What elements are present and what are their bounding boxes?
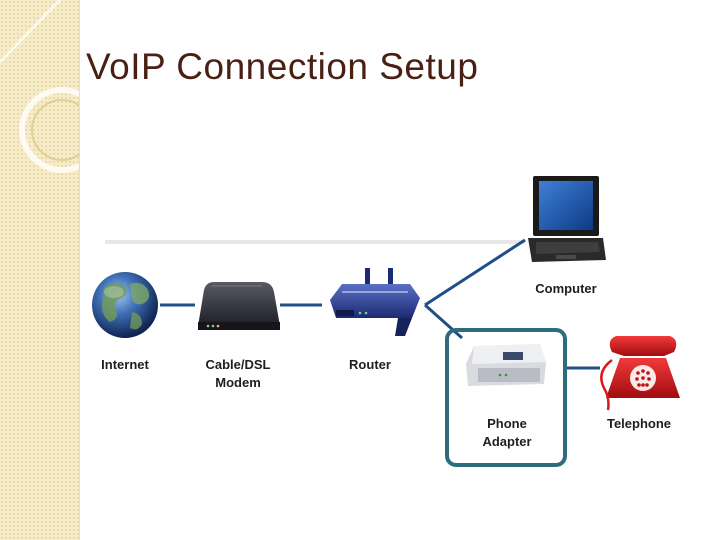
connector-router-computer (424, 238, 526, 307)
connectors (160, 238, 600, 370)
laptop-icon (528, 176, 606, 262)
modem-icon (198, 282, 280, 330)
phone-adapter-icon (466, 344, 546, 386)
label-router: Router (336, 356, 404, 374)
globe-icon (92, 272, 158, 338)
internet-label: Internet (101, 357, 149, 372)
connector-router-adapter (424, 303, 463, 340)
adapter-highlight-frame (445, 328, 567, 467)
label-internet: Internet (90, 356, 160, 374)
decorative-circles (0, 0, 79, 173)
label-phone-adapter: Phone Adapter (466, 415, 548, 451)
modem-label-line2: Modem (215, 375, 261, 390)
telephone-icon (600, 336, 680, 411)
slide-title: VoIP Connection Setup (86, 46, 479, 87)
computer-label: Computer (535, 281, 597, 296)
background-artifact (105, 240, 525, 244)
label-telephone: Telephone (598, 415, 680, 433)
telephone-label: Telephone (606, 416, 672, 431)
label-computer: Computer (524, 280, 608, 298)
router-icon (330, 268, 420, 336)
label-modem: Cable/DSL Modem (196, 356, 280, 392)
router-label: Router (349, 357, 391, 372)
adapter-label-line2: Adapter (482, 434, 532, 449)
decorative-side-strip (0, 0, 80, 540)
phone-adapter (445, 328, 567, 467)
adapter-label-line1: Phone (487, 416, 527, 431)
modem-label-line1: Cable/DSL (205, 357, 271, 372)
